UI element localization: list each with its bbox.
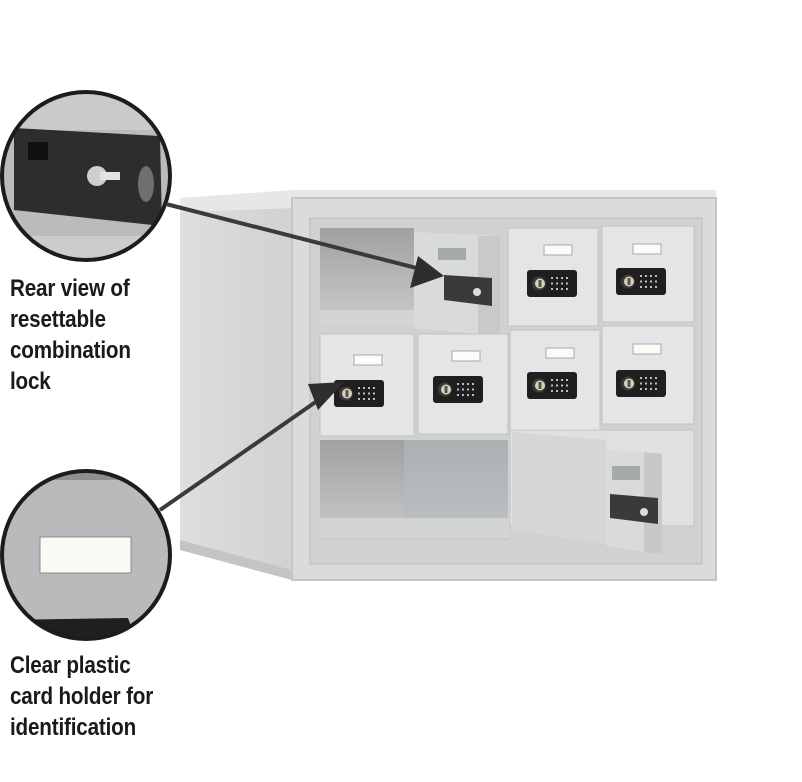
card-holder-icon: [451, 350, 481, 362]
caption-line: Clear plastic: [10, 652, 131, 679]
card-holder-icon: [353, 354, 383, 366]
locker-door[interactable]: [601, 325, 695, 425]
card-holder-icon: [632, 343, 662, 355]
caption-line: combination: [10, 337, 131, 364]
caption-line: identification: [10, 714, 137, 741]
callout-card-holder-detail: [0, 469, 172, 641]
open-door-rear[interactable]: [414, 232, 500, 336]
locker-door[interactable]: [509, 329, 601, 431]
caption-line: resettable: [10, 306, 106, 333]
combination-lock-icon: [527, 270, 577, 297]
locker-door[interactable]: [601, 225, 695, 323]
row-2: [319, 325, 695, 437]
caption-line: lock: [10, 368, 51, 395]
open-compartment: [320, 228, 414, 324]
arrow-to-lock: [165, 202, 433, 274]
callout-lock-detail: [0, 90, 172, 262]
rear-lock-icon: [444, 275, 492, 306]
callout-label-lock: Rear view of resettable combination lock: [10, 273, 131, 397]
pointer-arrows: [158, 202, 444, 512]
rear-lock-icon: [610, 494, 658, 524]
row-1: [320, 225, 695, 336]
card-holder-icon: [545, 347, 575, 359]
locker-door[interactable]: [417, 333, 509, 435]
combination-lock-icon: [527, 372, 577, 399]
caption-line: card holder for: [10, 683, 154, 710]
open-door-rear[interactable]: [512, 432, 662, 554]
row-3: [320, 429, 695, 554]
combination-lock-icon: [616, 370, 666, 397]
combination-lock-icon: [616, 268, 666, 295]
card-holder-icon: [543, 244, 573, 256]
combination-lock-icon: [433, 376, 483, 403]
callout-label-card-holder: Clear plastic card holder for identifica…: [10, 650, 153, 743]
caption-line: Rear view of: [10, 275, 130, 302]
card-holder-icon: [632, 243, 662, 255]
arrow-to-card-holder: [158, 390, 332, 512]
locker-door[interactable]: [507, 227, 599, 327]
